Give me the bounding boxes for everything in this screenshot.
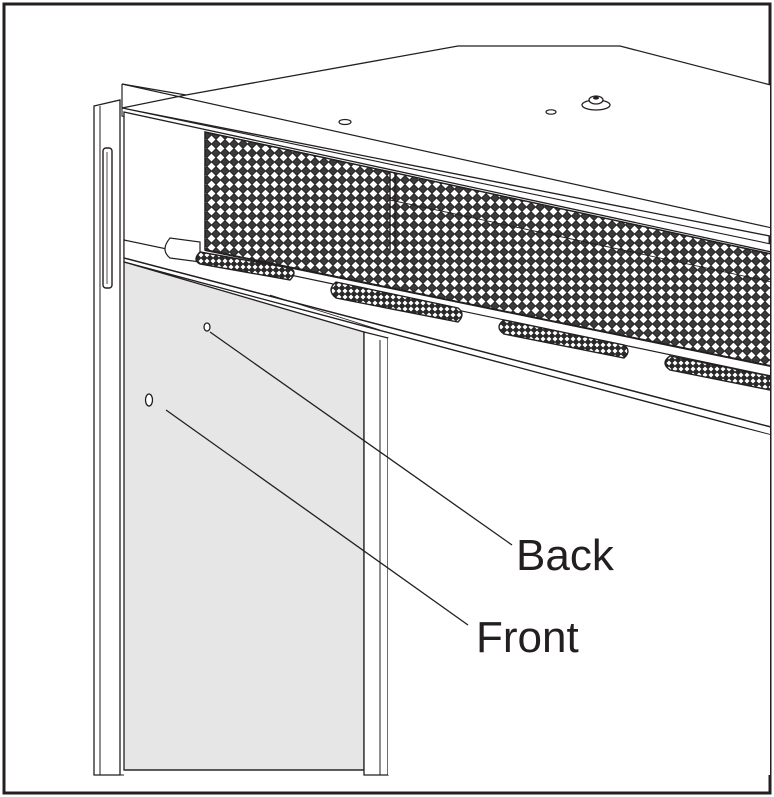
- side-panel: [123, 261, 365, 771]
- mounting-bar: [164, 237, 201, 263]
- vent-slot-3: [498, 319, 629, 359]
- mesh-screen: [204, 131, 770, 367]
- front-leader-line: [165, 409, 469, 626]
- back-label: Back: [516, 531, 615, 580]
- top-knob: [581, 95, 611, 111]
- top-hole-2: [545, 109, 557, 115]
- door-handle: [102, 147, 113, 289]
- front-label: Front: [476, 613, 579, 662]
- opening-area: [388, 338, 770, 775]
- back-hole: [203, 322, 211, 332]
- back-leader-line: [209, 331, 513, 546]
- vent-slot-2: [330, 281, 463, 323]
- vent-slot-4: [664, 355, 770, 391]
- top-hole-1: [338, 118, 352, 126]
- vent-slot-1: [195, 251, 295, 281]
- appliance-drawing: [93, 45, 770, 776]
- front-hole: [144, 393, 154, 407]
